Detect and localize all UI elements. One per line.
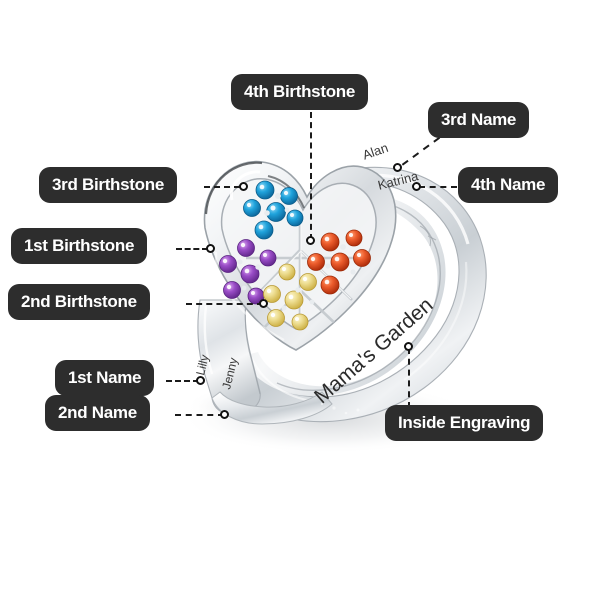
anchor-name-2: [220, 410, 229, 419]
anchor-birthstone-4: [306, 236, 315, 245]
callout-badge-birthstone-1[interactable]: 1st Birthstone: [11, 228, 148, 264]
birthstone-cluster-yellow: [263, 263, 317, 331]
callout-badge-name-1[interactable]: 1st Name: [55, 360, 155, 396]
birthstone-cluster-blue: [243, 180, 304, 240]
anchor-birthstone-1: [206, 244, 215, 253]
callout-badge-inside-engraving[interactable]: Inside Engraving: [385, 405, 544, 441]
callout-badge-birthstone-2[interactable]: 2nd Birthstone: [8, 284, 150, 320]
callout-badge-birthstone-3[interactable]: 3rd Birthstone: [39, 167, 177, 203]
callout-badge-name-3[interactable]: 3rd Name: [428, 102, 530, 138]
callout-badge-name-2[interactable]: 2nd Name: [45, 395, 150, 431]
anchor-inside-engraving: [404, 342, 413, 351]
callout-badge-name-4[interactable]: 4th Name: [458, 167, 559, 203]
anchor-birthstone-3: [239, 182, 248, 191]
birthstone-cluster-orange: [307, 229, 371, 295]
birthstone-cluster-purple: [219, 239, 277, 305]
anchor-birthstone-2: [259, 299, 268, 308]
anchor-name-4: [412, 182, 421, 191]
callout-badge-birthstone-4[interactable]: 4th Birthstone: [231, 74, 369, 110]
anchor-name-1: [196, 376, 205, 385]
anchor-name-3: [393, 163, 402, 172]
